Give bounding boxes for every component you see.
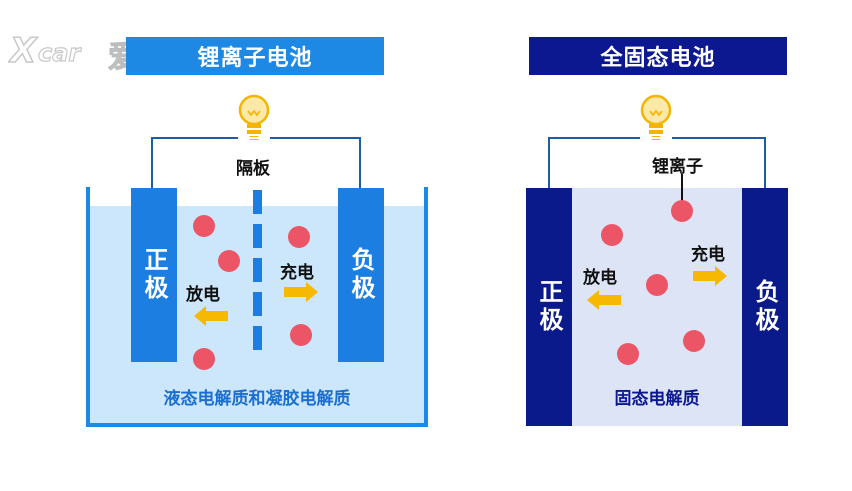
liquid-negative-label: 负极 [347,247,375,303]
liquid-negative-electrode: 负极 [338,188,384,362]
lithium-ion [646,274,668,296]
solid-negative-label: 负极 [751,279,779,335]
liquid-battery-title-text: 锂离子电池 [197,46,313,71]
solid-battery-title-text: 全固态电池 [600,46,716,71]
liquid-electrolyte-label: 液态电解质和凝胶电解质 [163,389,351,409]
liquid-positive-electrode: 正极 [131,188,177,362]
lithium-ion-pointer [681,174,683,206]
lithium-ion [683,330,705,352]
solid-battery-title: 全固态电池 [529,37,787,75]
charge-arrow-right-icon [284,282,318,302]
xcar-logo-icon: X car [8,30,83,72]
discharge-arrow-left-icon [194,306,228,326]
liquid-positive-label: 正极 [140,247,168,303]
liquid-charge-label: 充电 [280,263,314,283]
solid-positive-label: 正极 [535,279,563,335]
solid-electrolyte-label: 固态电解质 [614,389,700,409]
liquid-discharge-label: 放电 [186,285,220,305]
solid-positive-electrode: 正极 [526,188,572,426]
solid-discharge-label: 放电 [583,268,617,288]
liquid-wire-bulb-link [238,137,270,139]
lightbulb-icon [238,94,270,140]
solid-negative-electrode: 负极 [742,188,788,426]
lithium-ion [218,250,240,272]
lightbulb-icon [640,94,672,140]
svg-text:X: X [8,31,38,71]
lithium-ion [193,348,215,370]
charge-arrow-right-icon [693,266,727,286]
liquid-battery-title: 锂离子电池 [126,37,384,75]
lithium-ion [193,215,215,237]
solid-wire-bulb-link [640,137,672,139]
discharge-arrow-left-icon [587,290,621,310]
liquid-container [86,187,428,427]
lithium-ion [601,224,623,246]
lithium-ion [671,200,693,222]
lithium-ion [290,324,312,346]
lithium-ion [288,226,310,248]
separator-dashes [253,190,262,356]
lithium-ion [617,343,639,365]
separator-label: 隔板 [236,159,270,179]
lithium-ion-label: 锂离子 [652,157,703,177]
svg-text:car: car [38,39,82,67]
solid-charge-label: 充电 [691,245,725,265]
